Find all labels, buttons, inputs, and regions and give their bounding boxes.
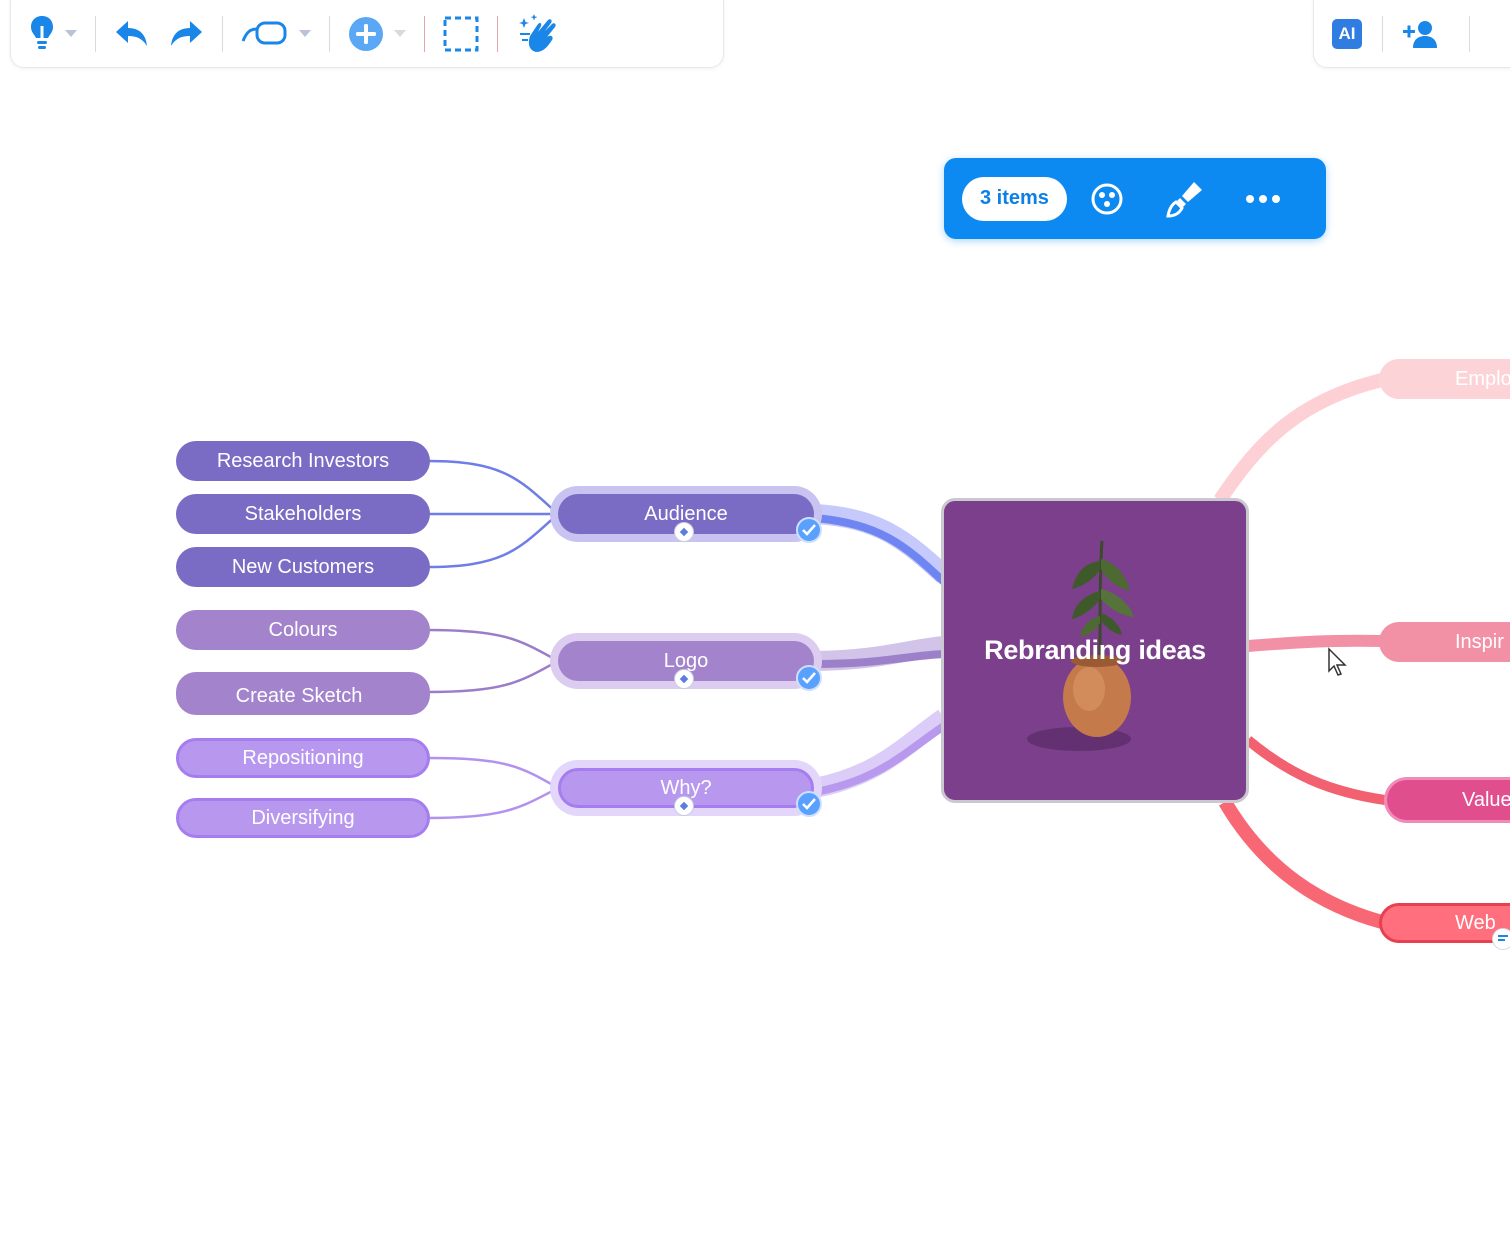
undo-button[interactable] bbox=[114, 12, 150, 56]
palette-icon bbox=[1091, 183, 1123, 214]
lightbulb-icon bbox=[31, 15, 53, 49]
branch-label: Value bbox=[1462, 788, 1510, 811]
connector-diversifying bbox=[426, 786, 560, 820]
branch-label: Audience bbox=[558, 494, 814, 534]
main-toolbar bbox=[10, 0, 724, 68]
leaf-node[interactable]: Create Sketch bbox=[176, 672, 430, 715]
connector-shape-button[interactable] bbox=[241, 12, 311, 56]
check-icon[interactable] bbox=[796, 665, 822, 691]
connector-audience-root-inner bbox=[814, 514, 947, 585]
chevron-down-icon[interactable] bbox=[299, 30, 311, 37]
leaf-node[interactable]: Research Investors bbox=[176, 441, 430, 481]
connector-sketch bbox=[426, 659, 560, 694]
add-user-icon bbox=[1403, 20, 1437, 48]
dashed-select-icon bbox=[443, 16, 479, 51]
add-user-button[interactable] bbox=[1403, 12, 1439, 56]
ai-button[interactable]: AI bbox=[1332, 12, 1362, 56]
idea-tool-button[interactable] bbox=[29, 12, 77, 56]
selection-toolbar: 3 items bbox=[944, 158, 1326, 239]
branch-node-right[interactable]: Emplo bbox=[1379, 359, 1510, 399]
brush-button[interactable] bbox=[1155, 169, 1215, 229]
chevron-down-icon[interactable] bbox=[394, 30, 406, 37]
secondary-toolbar: AI bbox=[1313, 0, 1510, 68]
leaf-node[interactable]: Colours bbox=[176, 610, 430, 650]
select-area-button[interactable] bbox=[443, 12, 479, 56]
connector-logo-root-inner bbox=[814, 650, 945, 668]
brush-icon bbox=[1166, 181, 1202, 218]
branch-node-logo[interactable]: Logo bbox=[550, 633, 822, 691]
connector-research bbox=[426, 459, 560, 516]
connector-audience-root bbox=[814, 504, 951, 583]
expand-handle[interactable] bbox=[674, 796, 694, 816]
ai-icon: AI bbox=[1332, 18, 1362, 49]
expand-handle[interactable] bbox=[674, 669, 694, 689]
leaf-node[interactable]: New Customers bbox=[176, 547, 430, 587]
toolbar-divider bbox=[95, 15, 96, 52]
branch-label: Web bbox=[1455, 911, 1496, 934]
toolbar-divider bbox=[497, 15, 498, 52]
leaf-node[interactable]: Stakeholders bbox=[176, 494, 430, 534]
check-icon[interactable] bbox=[796, 791, 822, 817]
root-title: Rebranding ideas bbox=[984, 635, 1206, 665]
connector-colours bbox=[426, 628, 560, 663]
connector-root-value bbox=[1244, 736, 1386, 805]
branch-label: Why? bbox=[558, 768, 814, 808]
toolbar-divider bbox=[222, 15, 223, 52]
connector-repositioning bbox=[426, 756, 560, 790]
plus-circle-icon bbox=[349, 16, 383, 51]
shape-connector-icon bbox=[241, 21, 287, 44]
add-button[interactable] bbox=[348, 12, 406, 56]
branch-label: Emplo bbox=[1455, 367, 1510, 390]
connector-newcustomers bbox=[426, 512, 560, 569]
branch-node-right[interactable]: Web bbox=[1379, 903, 1510, 943]
expand-handle[interactable] bbox=[674, 522, 694, 542]
redo-button[interactable] bbox=[168, 12, 204, 56]
toolbar-divider bbox=[1469, 15, 1470, 52]
palette-button[interactable] bbox=[1077, 169, 1137, 229]
magic-button[interactable] bbox=[516, 12, 560, 56]
more-icon bbox=[1245, 194, 1280, 203]
toolbar-divider bbox=[1382, 15, 1383, 52]
more-button[interactable] bbox=[1233, 169, 1293, 229]
selection-count[interactable]: 3 items bbox=[962, 176, 1067, 221]
branch-node-right[interactable]: Value bbox=[1387, 780, 1510, 820]
toolbar-divider bbox=[424, 15, 425, 52]
plant-pot-image bbox=[1027, 540, 1134, 751]
note-icon[interactable] bbox=[1492, 928, 1510, 950]
undo-icon bbox=[116, 20, 147, 46]
toolbar-divider bbox=[329, 15, 330, 52]
leaf-node[interactable]: Diversifying bbox=[176, 798, 430, 838]
branch-label: Inspir bbox=[1455, 630, 1504, 653]
branch-node-why[interactable]: Why? bbox=[550, 760, 822, 817]
connector-why-root bbox=[812, 709, 950, 798]
connector-root-inspir bbox=[1247, 634, 1383, 652]
connector-root-emplo bbox=[1214, 373, 1384, 504]
connector-root-web bbox=[1218, 798, 1384, 929]
check-icon[interactable] bbox=[796, 517, 822, 543]
redo-icon bbox=[171, 20, 202, 46]
connector-why-root-inner bbox=[814, 722, 947, 796]
branch-node-right[interactable]: Inspir bbox=[1379, 622, 1510, 662]
branch-node-audience[interactable]: Audience bbox=[550, 486, 822, 543]
leaf-node[interactable]: Repositioning bbox=[176, 738, 430, 778]
magic-hand-icon bbox=[519, 13, 556, 52]
chevron-down-icon[interactable] bbox=[65, 30, 77, 37]
cursor-icon bbox=[1328, 647, 1347, 676]
root-node[interactable]: Rebranding ideas bbox=[941, 498, 1249, 803]
